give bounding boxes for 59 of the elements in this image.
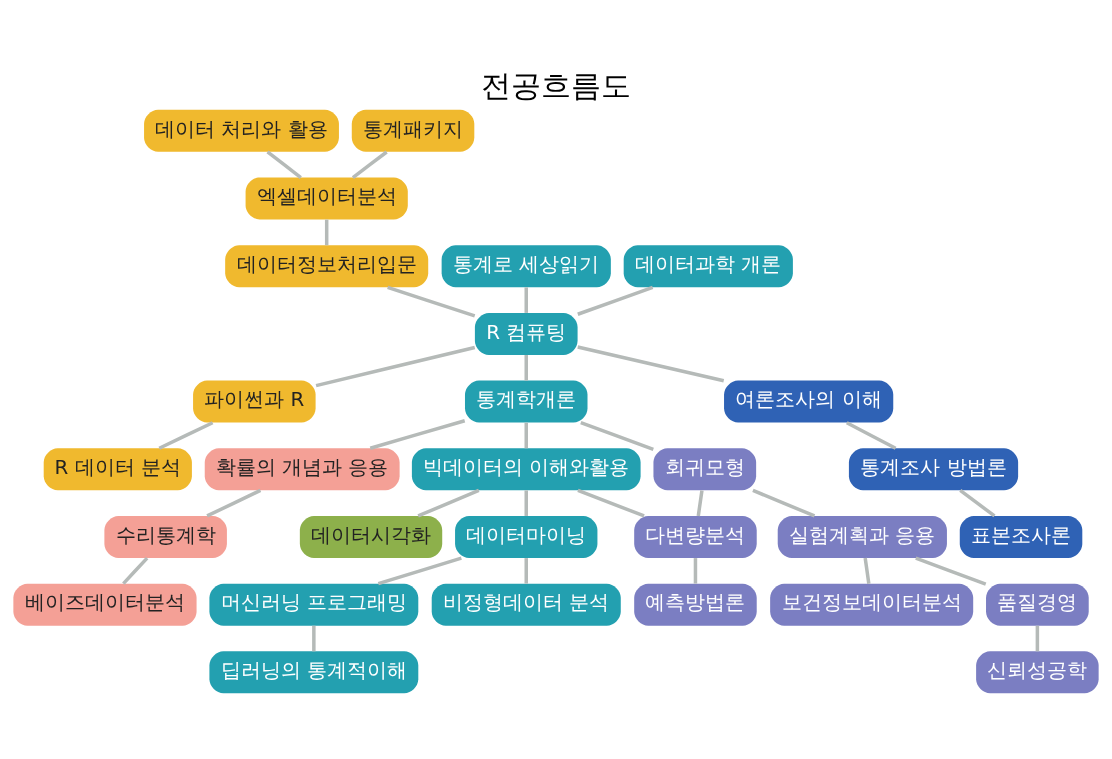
node-box: 베이즈데이터분석 <box>13 583 197 626</box>
connector <box>580 420 654 451</box>
connector <box>577 488 645 518</box>
connector <box>524 557 528 584</box>
connector <box>524 354 528 381</box>
connector <box>752 488 816 518</box>
node-box: 실험계획과 응용 <box>777 515 947 558</box>
node-box: 통계조사 방법론 <box>848 447 1019 490</box>
connector <box>959 488 996 517</box>
node-box: 예측방법론 <box>634 583 757 626</box>
connector <box>351 150 388 179</box>
connector <box>693 557 698 584</box>
node-box: 데이터시각화 <box>299 515 443 558</box>
connector <box>122 556 149 585</box>
diagram-title: 전공흐름도 <box>481 67 631 103</box>
node-box: 데이터정보처리입문 <box>225 244 429 287</box>
connector <box>315 345 476 387</box>
node-box: R 컴퓨팅 <box>474 312 578 355</box>
node-box: 여론조사의 이해 <box>724 380 894 423</box>
node-box: 엑셀데이터분석 <box>245 177 408 220</box>
connector <box>696 489 704 516</box>
node-box: 통계학개론 <box>465 380 588 423</box>
connector <box>577 344 725 382</box>
connector <box>324 219 329 245</box>
node-box: 머신러닝 프로그래밍 <box>209 583 419 626</box>
node-box: 데이터마이닝 <box>455 515 598 558</box>
connector <box>524 422 528 448</box>
connector <box>266 150 302 179</box>
connector <box>863 557 871 584</box>
connector <box>577 285 654 316</box>
node-box: 회귀모형 <box>653 447 757 490</box>
node-box: 다변량분석 <box>634 515 757 558</box>
node-box: 데이터과학 개론 <box>623 244 793 287</box>
node-box: R 데이터 분석 <box>43 447 192 490</box>
connector <box>369 418 466 450</box>
node-box: 빅데이터의 이해와활용 <box>411 447 641 490</box>
connector <box>1035 625 1040 651</box>
node-box: 통계로 세상읽기 <box>441 244 611 287</box>
connector <box>387 285 476 318</box>
connector <box>206 488 262 518</box>
connector <box>915 555 987 586</box>
node-box: 품질경영 <box>986 583 1089 626</box>
node-box: 딥러닝의 통계적이해 <box>209 650 419 693</box>
connector <box>845 420 897 450</box>
connector <box>312 625 316 651</box>
connector <box>417 488 480 518</box>
node-box: 데이터 처리와 활용 <box>144 109 339 152</box>
connector <box>377 555 462 585</box>
node-box: 신뢰성공학 <box>976 650 1099 693</box>
node-box: 표본조사론 <box>959 515 1083 558</box>
node-box: 수리통계학 <box>104 515 227 558</box>
node-box: 확률의 개념과 응용 <box>204 447 400 490</box>
connector <box>158 420 214 450</box>
node-box: 파이썬과 R <box>193 380 316 423</box>
node-box: 통계패키지 <box>351 109 475 152</box>
node-box: 비정형데이터 분석 <box>431 583 621 626</box>
connector <box>524 489 528 516</box>
node-box: 보건정보데이터분석 <box>770 583 974 626</box>
connector <box>524 286 528 313</box>
